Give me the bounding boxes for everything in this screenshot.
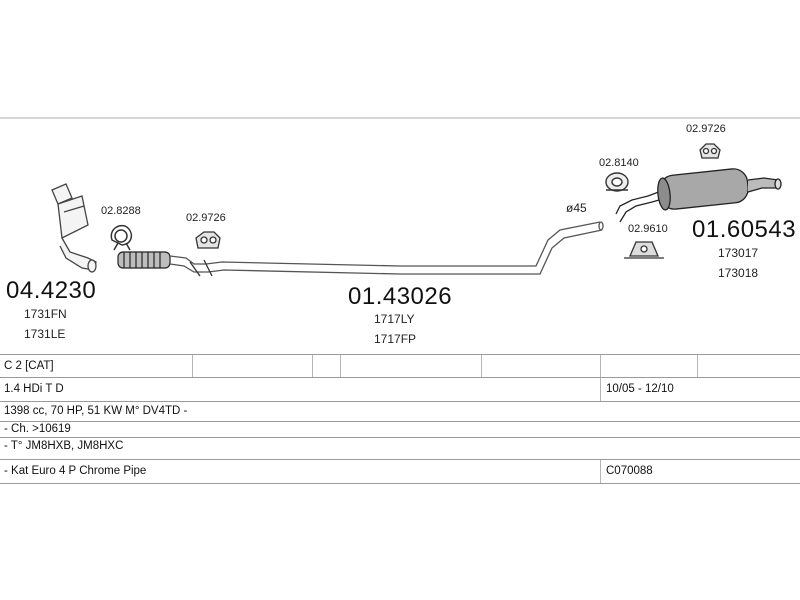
bracket-drawing <box>624 241 664 259</box>
middle-pipe-ref-2: 1717FP <box>374 332 417 346</box>
middle-pipe-ref-1: 1717LY <box>374 312 415 326</box>
years-cell: 10/05 - 12/10 <box>606 383 674 395</box>
kit-note-cell: - Kat Euro 4 P Chrome Pipe <box>4 465 147 477</box>
rear-silencer-part-number: 01.60543 <box>692 216 797 243</box>
rubber-front-number: 02.9726 <box>186 212 226 224</box>
pipe-diameter-label: ø45 <box>566 201 587 215</box>
rubber-rear-drawing <box>699 143 721 159</box>
table-row-kit: - Kat Euro 4 P Chrome Pipe C070088 <box>0 460 800 484</box>
catalyst-drawing <box>51 183 97 273</box>
catalyst-ref-1: 1731FN <box>24 307 67 321</box>
ring-drawing <box>605 172 629 192</box>
chassis-cell: - Ch. >10619 <box>4 423 71 435</box>
table-row-chassis: - Ch. >10619 <box>0 422 800 438</box>
clamp-front-number: 02.8288 <box>101 205 141 217</box>
rear-silencer-ref-2: 173018 <box>718 266 759 280</box>
middle-pipe-part-number: 01.43026 <box>348 283 453 310</box>
types-cell: - T° JM8HXB, JM8HXC <box>4 440 124 452</box>
specs-cell: 1398 cc, 70 HP, 51 KW M° DV4TD - <box>4 405 188 417</box>
table-row-types: - T° JM8HXB, JM8HXC <box>0 438 800 460</box>
middle-pipe-drawing <box>169 221 604 277</box>
kit-code-cell: C070088 <box>606 465 653 477</box>
catalyst-ref-2: 1731LE <box>24 327 66 341</box>
catalyst-part-number: 04.4230 <box>6 277 97 304</box>
rubber-rear-number: 02.9726 <box>686 123 726 135</box>
ring-number: 02.8140 <box>599 157 639 169</box>
model-cell: C 2 [CAT] <box>4 360 54 372</box>
exhaust-diagram <box>0 117 800 277</box>
table-row-specs: 1398 cc, 70 HP, 51 KW M° DV4TD - <box>0 402 800 422</box>
rubber-front-drawing <box>195 231 221 249</box>
rear-silencer-ref-1: 173017 <box>718 246 759 260</box>
bracket-number: 02.9610 <box>628 223 668 235</box>
rear-silencer-drawing <box>615 168 782 223</box>
table-row-model: C 2 [CAT] <box>0 354 800 378</box>
table-row-engine: 1.4 HDi T D 10/05 - 12/10 <box>0 378 800 402</box>
flex-pipe-drawing <box>117 251 171 269</box>
clamp-front-drawing <box>110 224 133 251</box>
engine-cell: 1.4 HDi T D <box>4 383 64 395</box>
